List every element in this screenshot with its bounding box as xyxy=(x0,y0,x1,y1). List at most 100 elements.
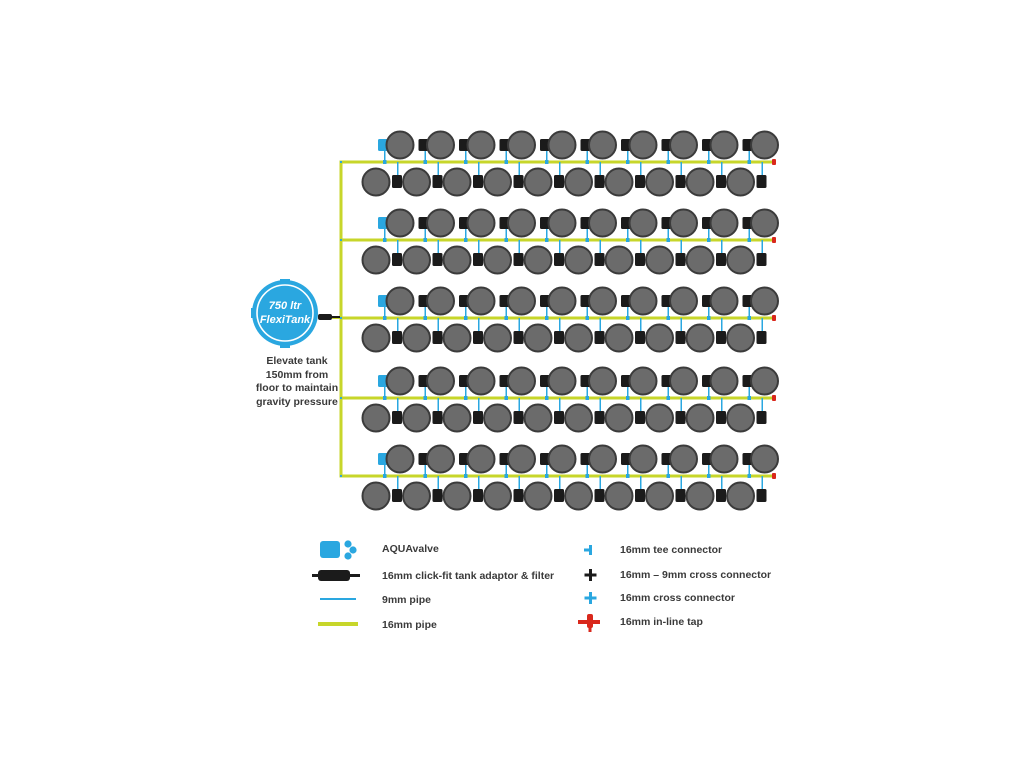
pipe-9mm xyxy=(708,387,710,398)
plant-pot xyxy=(426,444,455,474)
cross-connector xyxy=(423,160,427,164)
tank-note-line: floor to maintain xyxy=(255,382,339,394)
plant-pot xyxy=(361,167,391,197)
tank-adaptor-body xyxy=(318,314,332,320)
valve-box xyxy=(594,331,605,344)
valve-box xyxy=(742,453,753,465)
valve-box xyxy=(580,217,591,229)
plant-pot xyxy=(442,245,472,275)
plant-pot xyxy=(604,167,634,197)
cross-connector xyxy=(626,474,630,478)
tank-capacity-label: 750 ltr xyxy=(269,300,302,312)
pipe-9mm xyxy=(518,162,520,176)
legend-label-tee-connector: 16mm tee connector xyxy=(620,544,723,556)
row-pipe-16mm xyxy=(341,474,774,478)
plant-pot xyxy=(426,286,455,316)
row-pipe-16mm xyxy=(341,238,774,242)
pipe-9mm xyxy=(478,476,480,490)
pipe-9mm xyxy=(424,307,426,318)
plant-pot xyxy=(361,323,391,353)
plant-pot xyxy=(361,245,391,275)
plant-pot xyxy=(426,208,455,238)
cross-connector xyxy=(626,160,630,164)
plant-pot xyxy=(385,366,415,396)
valve-box xyxy=(742,375,753,387)
plant-pot xyxy=(588,286,617,316)
plant-pot xyxy=(523,167,553,197)
valve-box xyxy=(594,489,605,502)
plant-pot xyxy=(402,167,431,197)
plant-pot xyxy=(402,403,431,433)
pipe-9mm xyxy=(680,398,682,412)
legend-label-16mm-pipe: 16mm pipe xyxy=(382,619,437,631)
valve-box xyxy=(635,489,645,502)
cross-connector xyxy=(545,474,549,478)
plant-pot xyxy=(750,130,779,160)
valve-box xyxy=(499,453,510,465)
tank-note-line: Elevate tank xyxy=(266,355,328,367)
plant-pot xyxy=(669,130,698,160)
plant-pot xyxy=(483,481,512,511)
pipe-9mm xyxy=(680,318,682,332)
valve-box xyxy=(702,295,712,307)
valve-box xyxy=(473,175,483,188)
plant-pot xyxy=(483,167,512,197)
plant-pot xyxy=(483,403,512,433)
in-line-tap xyxy=(772,237,776,243)
plant-pot xyxy=(564,323,593,353)
plant-pot xyxy=(507,444,536,474)
cross-connector xyxy=(747,160,751,164)
valve-box xyxy=(742,295,753,307)
pipe-9mm xyxy=(465,151,467,162)
valve-box xyxy=(594,253,605,266)
valve-box xyxy=(392,253,402,266)
flexitank-tab-top xyxy=(280,279,290,284)
cross-connector xyxy=(545,396,549,400)
pipe-9mm xyxy=(761,318,763,332)
pipe-9mm xyxy=(505,151,507,162)
plant-pot xyxy=(628,366,658,396)
cross-connector xyxy=(585,316,589,320)
valve-box xyxy=(392,175,402,188)
valve-box xyxy=(554,489,564,502)
valve-box xyxy=(432,175,443,188)
plant-pot xyxy=(685,167,715,197)
trunk-connector xyxy=(340,239,342,241)
valve-box xyxy=(756,489,767,502)
plant-pot xyxy=(466,130,496,160)
valve-box xyxy=(459,375,469,387)
plant-pot xyxy=(645,481,674,511)
plant-pot xyxy=(604,245,634,275)
flexitank: 750 ltr FlexiTank xyxy=(251,279,318,348)
pipe-9mm xyxy=(397,398,399,412)
pipe-9mm xyxy=(586,151,588,162)
valve-box xyxy=(675,253,686,266)
plant-pot xyxy=(564,245,593,275)
tee-connector-icon xyxy=(584,545,592,555)
pipe-9mm xyxy=(667,307,669,318)
cross-connector xyxy=(545,160,549,164)
plant-pot xyxy=(604,323,634,353)
pipe-9mm xyxy=(384,307,386,318)
plant-pot xyxy=(726,481,755,511)
plant-pot xyxy=(645,245,674,275)
plant-pot xyxy=(669,366,698,396)
tank-elevation-note: Elevate tank 150mm from floor to maintai… xyxy=(238,355,356,409)
plant-pot xyxy=(426,130,455,160)
pipe-9mm xyxy=(424,387,426,398)
plant-pot xyxy=(709,444,739,474)
pipe-9mm xyxy=(599,240,601,254)
pipe-9mm xyxy=(667,151,669,162)
pipe-9mm xyxy=(721,318,723,332)
cross-connector xyxy=(383,160,387,164)
cross-connector xyxy=(383,316,387,320)
valve-box xyxy=(675,489,686,502)
pipe-9mm xyxy=(708,151,710,162)
cross-connector-16-icon xyxy=(584,592,597,604)
pipe-9mm xyxy=(667,465,669,476)
cross-connector xyxy=(423,474,427,478)
valve-box xyxy=(580,375,591,387)
plant-pot xyxy=(442,167,472,197)
pipe-9mm xyxy=(680,162,682,176)
